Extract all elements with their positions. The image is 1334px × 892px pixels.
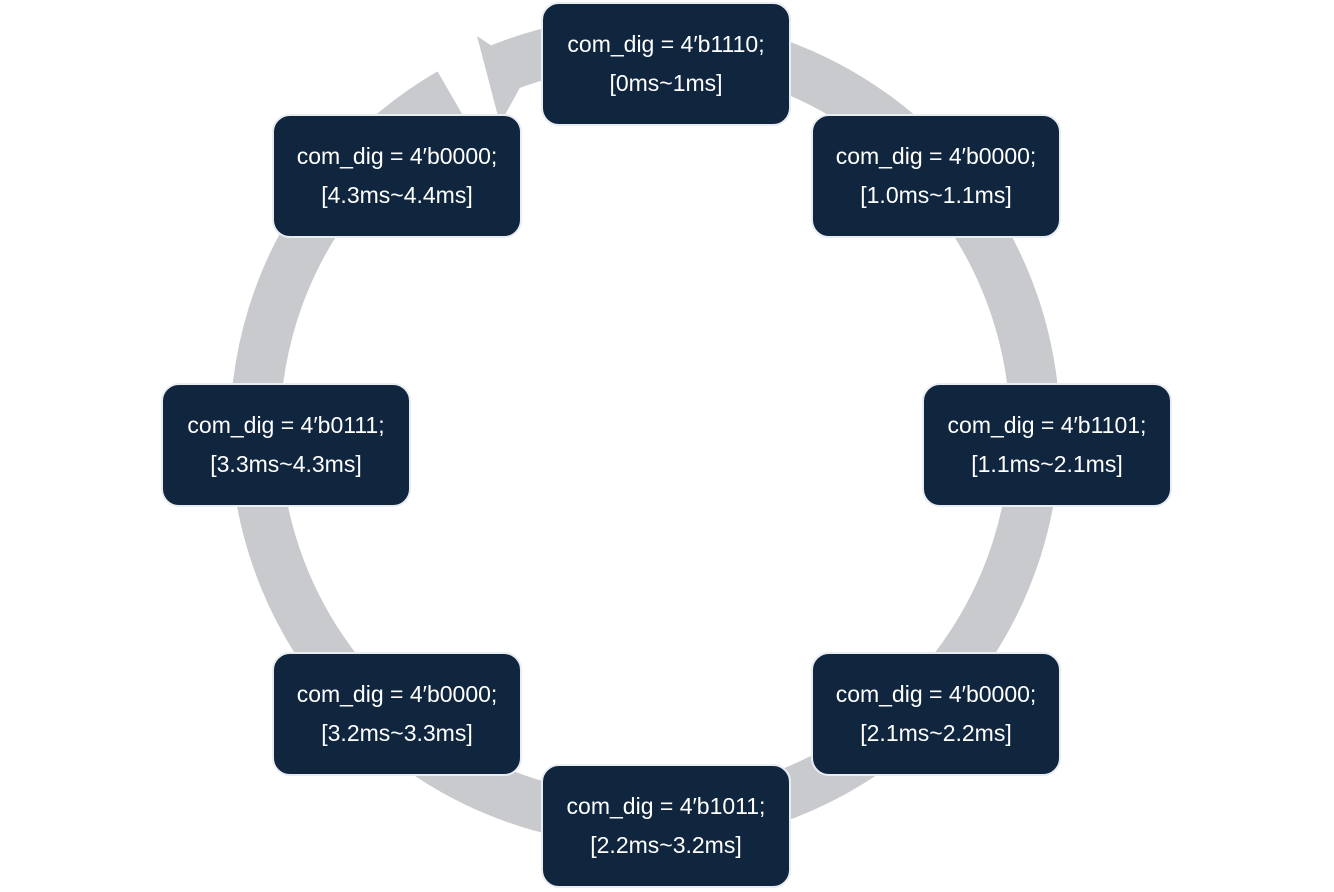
state-time-range: [4.3ms~4.4ms] bbox=[321, 182, 473, 208]
state-box-4: com_dig = 4′b0000; [2.1ms~2.2ms] bbox=[811, 652, 1061, 776]
state-code: com_dig = 4′b0000; bbox=[835, 681, 1037, 707]
state-code: com_dig = 4′b1101; bbox=[947, 412, 1147, 438]
state-code: com_dig = 4′b0000; bbox=[835, 143, 1037, 169]
state-time-range: [3.2ms~3.3ms] bbox=[321, 720, 473, 746]
state-box-5: com_dig = 4′b1011; [2.2ms~3.2ms] bbox=[541, 764, 791, 888]
cycle-arrowhead bbox=[477, 36, 529, 124]
state-time-range: [3.3ms~4.3ms] bbox=[210, 451, 362, 477]
state-time-range: [1.1ms~2.1ms] bbox=[971, 451, 1123, 477]
state-time-range: [2.1ms~2.2ms] bbox=[860, 720, 1012, 746]
state-time-range: [1.0ms~1.1ms] bbox=[860, 182, 1012, 208]
state-box-3: com_dig = 4′b1101; [1.1ms~2.1ms] bbox=[922, 383, 1172, 507]
state-box-2: com_dig = 4′b0000; [1.0ms~1.1ms] bbox=[811, 114, 1061, 238]
state-code: com_dig = 4′b1011; bbox=[566, 793, 766, 819]
state-box-8: com_dig = 4′b0000; [4.3ms~4.4ms] bbox=[272, 114, 522, 238]
state-box-7: com_dig = 4′b0111; [3.3ms~4.3ms] bbox=[161, 383, 411, 507]
state-code: com_dig = 4′b0000; bbox=[296, 143, 498, 169]
state-time-range: [2.2ms~3.2ms] bbox=[590, 832, 742, 858]
state-code: com_dig = 4′b0111; bbox=[187, 412, 385, 438]
state-box-1: com_dig = 4′b1110; [0ms~1ms] bbox=[541, 2, 791, 126]
state-code: com_dig = 4′b1110; bbox=[567, 31, 765, 57]
state-code: com_dig = 4′b0000; bbox=[296, 681, 498, 707]
state-time-range: [0ms~1ms] bbox=[609, 70, 723, 96]
state-box-6: com_dig = 4′b0000; [3.2ms~3.3ms] bbox=[272, 652, 522, 776]
